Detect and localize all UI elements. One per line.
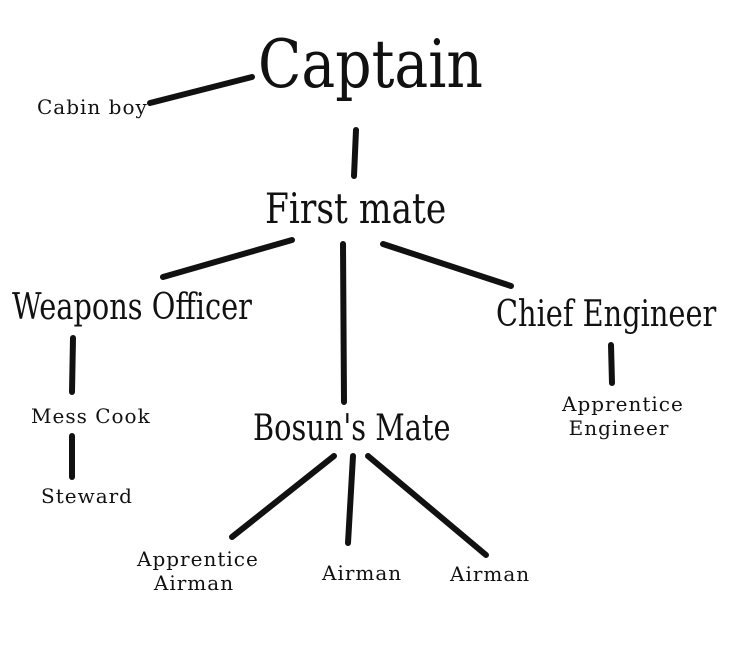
edge-bosuns-mate-airman-2 [365,453,489,558]
edge-first-mate-weapons-officer [160,237,295,280]
node-weapons-officer: Weapons Officer [12,287,252,328]
edge-weapons-officer-mess-cook [69,335,76,395]
edge-first-mate-chief-engineer [380,241,514,289]
edge-bosuns-mate-airman-1 [345,453,356,546]
node-bosuns-mate: Bosun's Mate [253,408,451,449]
edge-first-mate-bosuns-mate [340,241,347,405]
node-airman-1: Airman [322,561,403,585]
node-airman-2: Airman [450,562,531,586]
edge-chief-engineer-apprentice-engineer [608,342,615,386]
node-apprentice-airman: Apprentice Airman [137,547,259,595]
node-chief-engineer: Chief Engineer [496,294,717,335]
node-apprentice-engineer: Apprentice Engineer [562,392,684,440]
node-steward: Steward [41,484,133,508]
node-mess-cook: Mess Cook [31,404,151,428]
node-captain: Captain [258,26,483,103]
edge-captain-cabin-boy [147,74,255,106]
edge-captain-first-mate [351,127,359,179]
edge-bosuns-mate-apprentice-airman [229,453,337,540]
node-cabin-boy: Cabin boy [37,95,148,119]
node-first-mate: First mate [265,184,447,233]
